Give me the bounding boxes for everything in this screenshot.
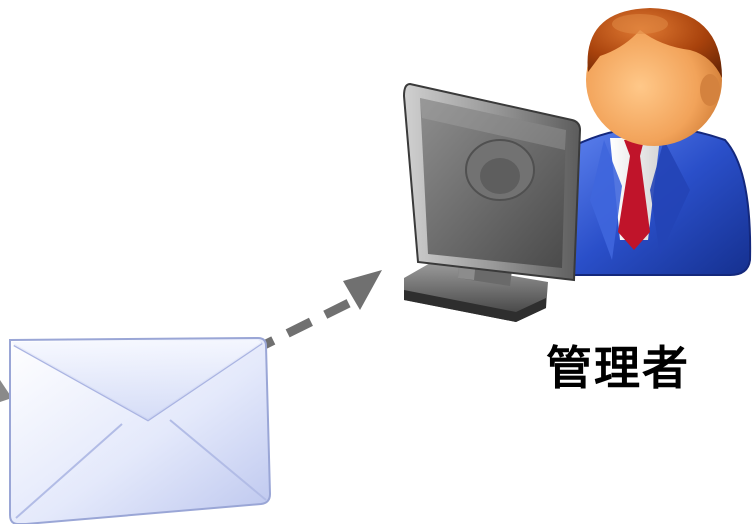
necktie-icon — [618, 140, 650, 250]
admin-user-icon — [563, 8, 752, 276]
envelope-icon — [9, 336, 272, 524]
arrowhead-icon — [343, 270, 382, 310]
admin-label: 管理者 — [546, 341, 690, 395]
arrow-shaft — [248, 295, 357, 357]
dashed-arrow — [248, 270, 382, 357]
computer-monitor-icon — [402, 82, 582, 322]
